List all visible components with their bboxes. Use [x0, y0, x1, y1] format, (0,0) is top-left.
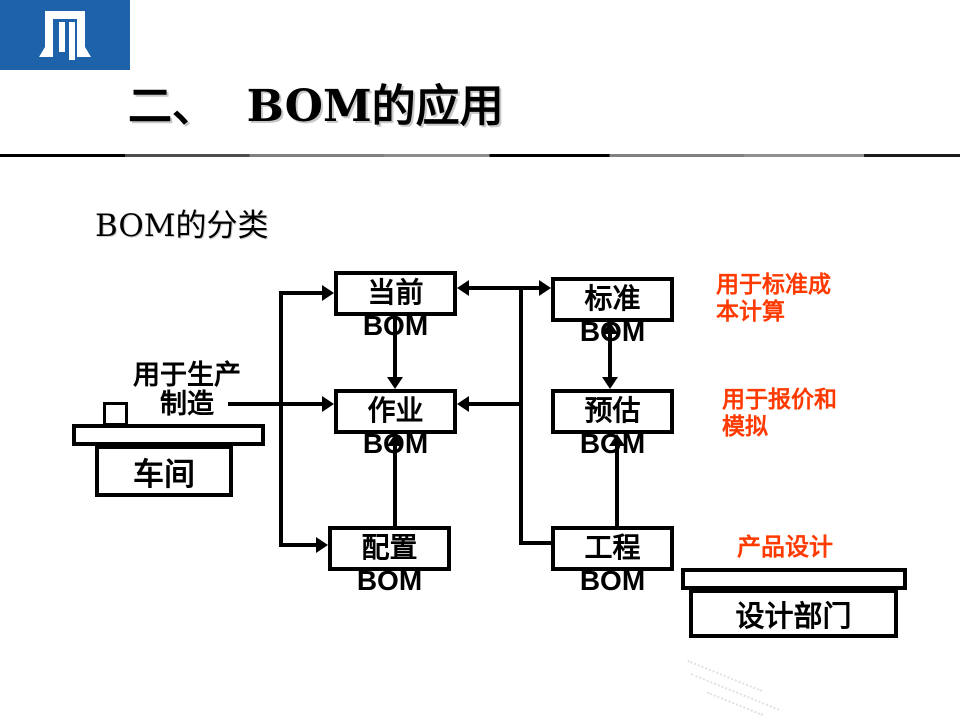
arrowhead-up-into-standard: [602, 322, 618, 334]
bom-box-current: 当前BOM: [334, 271, 457, 341]
design-department-label: 设计部门: [735, 600, 852, 633]
bom-box-estimate-label: 预估BOM: [579, 395, 646, 459]
arrowhead-down-into-estimate: [602, 377, 618, 389]
arrowhead-up-into-work: [387, 434, 403, 446]
connector-spine-to-work-line: [469, 402, 523, 406]
arrowhead-into-work-right: [457, 396, 469, 412]
workshop-label: 车间: [133, 456, 195, 492]
bom-box-config-label: 配置BOM: [356, 532, 423, 596]
bom-box-engineering-label: 工程BOM: [579, 532, 646, 596]
arrowhead-into-standard: [539, 280, 551, 296]
connector-left-spine: [279, 291, 283, 547]
connector-config-to-work-line: [393, 445, 397, 526]
connector-current-standard-line: [468, 286, 540, 290]
bom-box-standard-label: 标准BOM: [579, 283, 646, 347]
arrowhead-into-work-left: [322, 396, 334, 412]
connector-standard-estimate-line: [608, 333, 612, 378]
arrowhead-into-config: [316, 537, 328, 553]
watermark-dots: [676, 660, 780, 720]
workshop-chimney-shape: [103, 402, 128, 426]
bom-box-standard: 标准BOM: [551, 277, 674, 347]
workshop-desk-top: [72, 424, 265, 446]
section-subtitle: BOM的分类: [95, 208, 269, 244]
annotation-product-design: 产品设计: [737, 534, 833, 561]
annotation-production: 用于生产制造: [133, 360, 241, 419]
annotation-standard-cost: 用于标准成本计算: [716, 271, 831, 324]
page-title: 二、 BOM的应用: [128, 81, 504, 132]
arrowhead-down-into-work: [387, 377, 403, 389]
arrowhead-into-current: [322, 285, 334, 301]
connector-production-to-work-line: [228, 402, 323, 406]
arrowhead-into-current-right: [457, 280, 469, 296]
bom-box-engineering: 工程BOM: [551, 526, 674, 596]
connector-right-spine: [519, 286, 523, 545]
title-divider-line: [0, 154, 960, 157]
annotation-quote-simulation: 用于报价和模拟: [722, 386, 837, 439]
connector-to-config-line: [279, 543, 317, 547]
arrowhead-up-into-estimate: [609, 434, 625, 446]
workshop-box: 车间: [95, 445, 233, 497]
connector-spine-to-engineering-line: [519, 541, 555, 545]
pillars-gate-icon: [39, 11, 91, 60]
bom-box-estimate: 预估BOM: [551, 389, 674, 459]
design-department-box: 设计部门: [689, 589, 898, 638]
connector-current-to-work-line: [393, 316, 397, 378]
connector-to-current-line: [279, 291, 323, 295]
bom-box-config: 配置BOM: [328, 526, 451, 596]
bom-box-work: 作业BOM: [334, 389, 457, 459]
bom-box-current-label: 当前BOM: [362, 277, 429, 341]
design-desk-top: [681, 568, 907, 590]
connector-engineering-to-estimate-line: [615, 445, 619, 526]
company-logo: [0, 0, 130, 70]
